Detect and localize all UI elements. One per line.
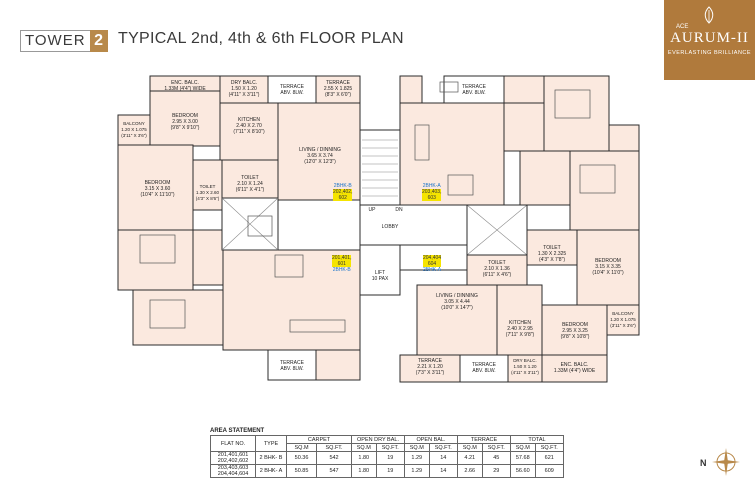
utility-top-right bbox=[503, 75, 545, 104]
light-well-right bbox=[399, 75, 423, 104]
brand-logo: ACE AURUM-II EVERLASTING BRILLIANCE bbox=[664, 0, 755, 80]
table-header-row: FLAT NO. TYPE CARPET OPEN DRY BAL. OPEN … bbox=[210, 435, 564, 452]
group-open-dry-bal: OPEN DRY BAL. bbox=[351, 435, 405, 444]
bedroom-mid-right bbox=[569, 150, 640, 231]
logo-ace: ACE bbox=[676, 24, 689, 30]
toilet-left-a bbox=[192, 159, 223, 211]
floor-plan bbox=[117, 75, 640, 383]
lift bbox=[359, 244, 401, 296]
label-dn: DN bbox=[395, 207, 403, 213]
dry-balc-right bbox=[507, 354, 543, 383]
stair-treads bbox=[221, 139, 528, 256]
toilet-right-b bbox=[466, 254, 528, 286]
balcony-right bbox=[606, 304, 640, 336]
tower-number: 2 bbox=[89, 30, 108, 52]
living-top-right bbox=[399, 102, 505, 206]
north-label: N bbox=[700, 458, 707, 468]
toilet-lower-left bbox=[192, 229, 224, 286]
logo-brand: AURUM-II bbox=[670, 30, 749, 46]
label-up: UP bbox=[368, 207, 376, 213]
toilet-right-a bbox=[526, 229, 578, 266]
label-dry-balc-right: DRY BALC.1.50 X 1.20(4'11" X 3'11") bbox=[511, 358, 539, 375]
living-left bbox=[277, 102, 361, 201]
tower-word: TOWER bbox=[20, 30, 90, 52]
staircase bbox=[359, 129, 401, 206]
bedroom-top-left bbox=[149, 90, 221, 147]
bedroom-right-b bbox=[541, 304, 608, 356]
kitchen-top-right bbox=[503, 102, 545, 152]
tower-label: TOWER 2 bbox=[20, 30, 108, 52]
kitchen-left bbox=[219, 102, 279, 161]
label-lobby: LOBBY bbox=[381, 224, 399, 230]
group-carpet: CARPET bbox=[286, 435, 352, 444]
label-dry-balc-left: DRY BALC.1.50 X 1.20(4'11" X 3'11") bbox=[228, 80, 260, 98]
bedroom-top-right bbox=[543, 75, 610, 152]
label-enc-balc-right: ENC. BALC.1.33M (4'4") WIDE bbox=[553, 362, 596, 374]
leaf-logo-icon bbox=[704, 6, 714, 24]
logo-tagline: EVERLASTING BRILLIANCE bbox=[667, 50, 752, 56]
terrace-bottom-left-b bbox=[315, 349, 361, 381]
col-type: TYPE bbox=[255, 435, 287, 452]
bedroom-lower-left bbox=[117, 229, 194, 291]
label-enc-balc-left: ENC. BALC.1.33M (4'4") WIDE bbox=[164, 80, 206, 92]
toilet-top-right bbox=[519, 150, 571, 206]
group-total: TOTAL bbox=[510, 435, 564, 444]
col-flat-no: FLAT NO. bbox=[210, 435, 256, 452]
terrace-bottom-right-a bbox=[399, 354, 461, 383]
group-terrace: TERRACE bbox=[457, 435, 511, 444]
enc-balc-right bbox=[541, 354, 608, 383]
furniture bbox=[139, 81, 616, 333]
header: TOWER 2 TYPICAL 2nd, 4th & 6th FLOOR PLA… bbox=[0, 0, 755, 80]
area-statement-table: FLAT NO. TYPE CARPET OPEN DRY BAL. OPEN … bbox=[210, 435, 565, 478]
living-right bbox=[416, 284, 498, 356]
terrace-top-right bbox=[443, 75, 505, 104]
page-title: TYPICAL 2nd, 4th & 6th FLOOR PLAN bbox=[118, 30, 404, 47]
bedroom-bottom-left bbox=[132, 289, 224, 346]
terrace-bottom-right-b bbox=[459, 354, 509, 383]
area-statement-heading: AREA STATEMENT bbox=[210, 428, 265, 434]
compass-icon bbox=[712, 448, 740, 476]
group-open-bal: OPEN BAL. bbox=[404, 435, 458, 444]
terrace-bottom-left bbox=[267, 349, 317, 381]
balcony-top-right bbox=[608, 124, 640, 154]
